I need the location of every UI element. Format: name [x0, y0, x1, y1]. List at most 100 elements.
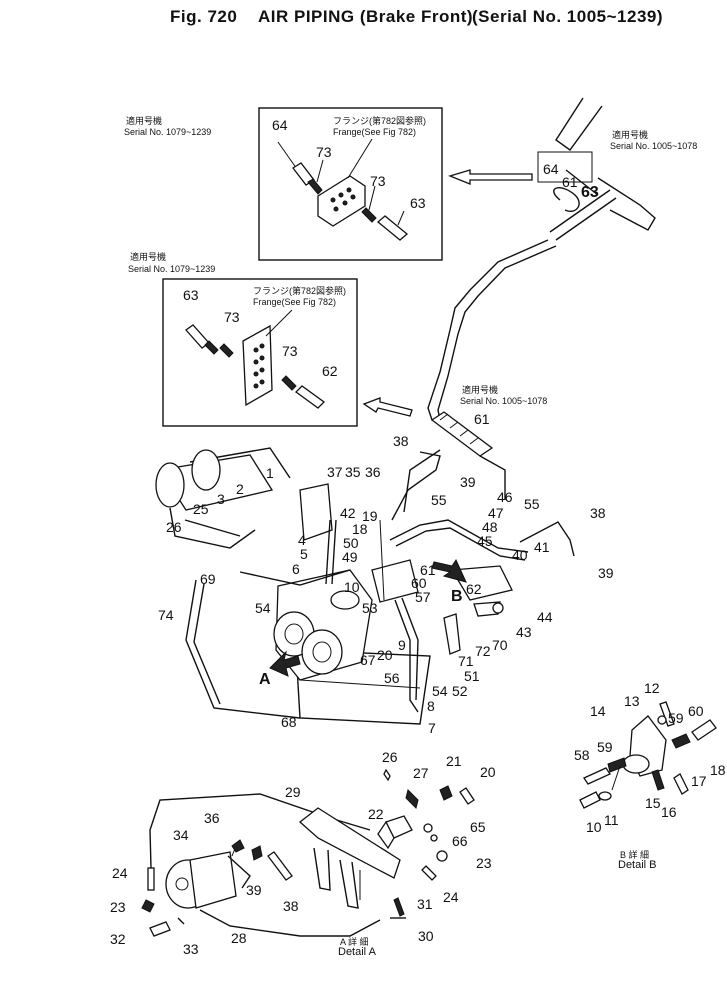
- top-right-piping: 適用号機 Serial No. 1005~1078 64 61 63: [427, 97, 697, 421]
- detail-b-label: Detail B: [618, 859, 657, 871]
- callout: 65: [470, 819, 486, 835]
- callout: 72: [475, 643, 491, 659]
- callout: 58: [574, 747, 590, 763]
- callout: 71: [458, 653, 474, 669]
- upper-inset-parts: [277, 138, 409, 241]
- callout: 55: [524, 496, 540, 512]
- arrow-b-label: B: [451, 588, 463, 605]
- lower-inset-flange-jp: フランジ(第782図参照): [253, 285, 346, 296]
- callout: 3: [217, 491, 225, 507]
- upper-inset-serial-jp: 適用号機: [126, 115, 162, 126]
- upper-inset-flange: Frange(See Fig 782): [333, 127, 416, 137]
- lower-inset-frame: [162, 278, 358, 427]
- callout: 73: [370, 173, 386, 189]
- callout: 8: [427, 698, 435, 714]
- upper-inset-flange-jp: フランジ(第782図参照): [333, 115, 426, 126]
- callout: 63: [183, 287, 199, 303]
- top-right-serial: Serial No. 1005~1078: [610, 141, 697, 151]
- detail-a-label: Detail A: [338, 946, 377, 958]
- callout: 28: [231, 930, 247, 946]
- callout: 39: [598, 565, 614, 581]
- upper-inset-serial: Serial No. 1079~1239: [124, 127, 211, 137]
- callout: 38: [590, 505, 606, 521]
- callout: 30: [418, 928, 434, 944]
- callout: 61: [474, 411, 490, 427]
- callout: 21: [446, 753, 462, 769]
- callout: 12: [644, 680, 660, 696]
- arrow-a-label: A: [259, 671, 271, 688]
- callout: 43: [516, 624, 532, 640]
- callout: 16: [661, 804, 677, 820]
- callout: 73: [316, 144, 332, 160]
- lower-inset-flange: Frange(See Fig 782): [253, 297, 336, 307]
- callout: 61: [562, 174, 578, 190]
- callout: 6: [292, 561, 300, 577]
- callout: 38: [393, 433, 409, 449]
- callout: 22: [368, 806, 384, 822]
- fig-number: Fig. 720: [170, 7, 237, 26]
- callout: 42: [340, 505, 356, 521]
- callout: 51: [464, 668, 480, 684]
- callout: 60: [688, 703, 704, 719]
- detail-b: 12 13 14 59 60 58 59 18 17 16 15 11 10 B…: [574, 680, 726, 871]
- callout: 68: [281, 714, 297, 730]
- callout: 60: [411, 575, 427, 591]
- callout: 35: [345, 464, 361, 480]
- detail-b-jp: B 詳 細: [620, 849, 649, 860]
- callout: 4: [298, 532, 306, 548]
- callout: 2: [236, 481, 244, 497]
- callout: 66: [452, 833, 468, 849]
- callout: 62: [466, 581, 482, 597]
- callout: 17: [691, 773, 707, 789]
- callout: 38: [283, 898, 299, 914]
- callout: 53: [362, 600, 378, 616]
- callout: 33: [183, 941, 199, 957]
- callout: 64: [272, 117, 288, 133]
- callout: 69: [200, 571, 216, 587]
- lower-inset: 適用号機 Serial No. 1079~1239 フランジ(第782図参照) …: [128, 251, 358, 427]
- callout: 41: [534, 539, 550, 555]
- callout: 20: [480, 764, 496, 780]
- callout: 23: [110, 899, 126, 915]
- callout: 34: [173, 827, 189, 843]
- callout: 26: [166, 519, 182, 535]
- callout: 64: [543, 161, 559, 177]
- lower-inset-serial-jp: 適用号機: [130, 251, 166, 262]
- callout: 52: [452, 683, 468, 699]
- callout: 55: [431, 492, 447, 508]
- callout: 15: [645, 795, 661, 811]
- main-assembly: [155, 411, 575, 725]
- callout: 57: [415, 589, 431, 605]
- callout: 24: [112, 865, 128, 881]
- callout: 74: [158, 607, 174, 623]
- middle-serial: Serial No. 1005~1078: [460, 396, 547, 406]
- callout: 45: [477, 533, 493, 549]
- upper-inset-frame: [258, 107, 443, 261]
- reference-arrow-lower: [362, 397, 413, 417]
- callout: 49: [342, 549, 358, 565]
- main-callouts: 61 38 39 37 35 36 1 2 25 3 26 4 5 6 69 7…: [158, 411, 614, 736]
- lower-inset-parts: [185, 309, 325, 409]
- reference-arrow-upper: [448, 169, 533, 185]
- callout: 10: [586, 819, 602, 835]
- middle-serial-jp: 適用号機: [462, 384, 498, 395]
- callout: 18: [352, 521, 368, 537]
- callout: 23: [476, 855, 492, 871]
- callout: 36: [365, 464, 381, 480]
- callout: 59: [668, 710, 684, 726]
- callout: 70: [492, 637, 508, 653]
- callout: 67: [360, 652, 376, 668]
- callout: 19: [362, 508, 378, 524]
- callout: 20: [377, 647, 393, 663]
- callout: 73: [224, 309, 240, 325]
- callout: 31: [417, 896, 433, 912]
- lower-inset-serial: Serial No. 1079~1239: [128, 264, 215, 274]
- callout: 62: [322, 363, 338, 379]
- callout: 25: [193, 501, 209, 517]
- callout: 44: [537, 609, 553, 625]
- callout: 24: [443, 889, 459, 905]
- callout: 13: [624, 693, 640, 709]
- callout: 18: [710, 762, 726, 778]
- figure-serial: (Serial No. 1005~1239): [472, 7, 663, 26]
